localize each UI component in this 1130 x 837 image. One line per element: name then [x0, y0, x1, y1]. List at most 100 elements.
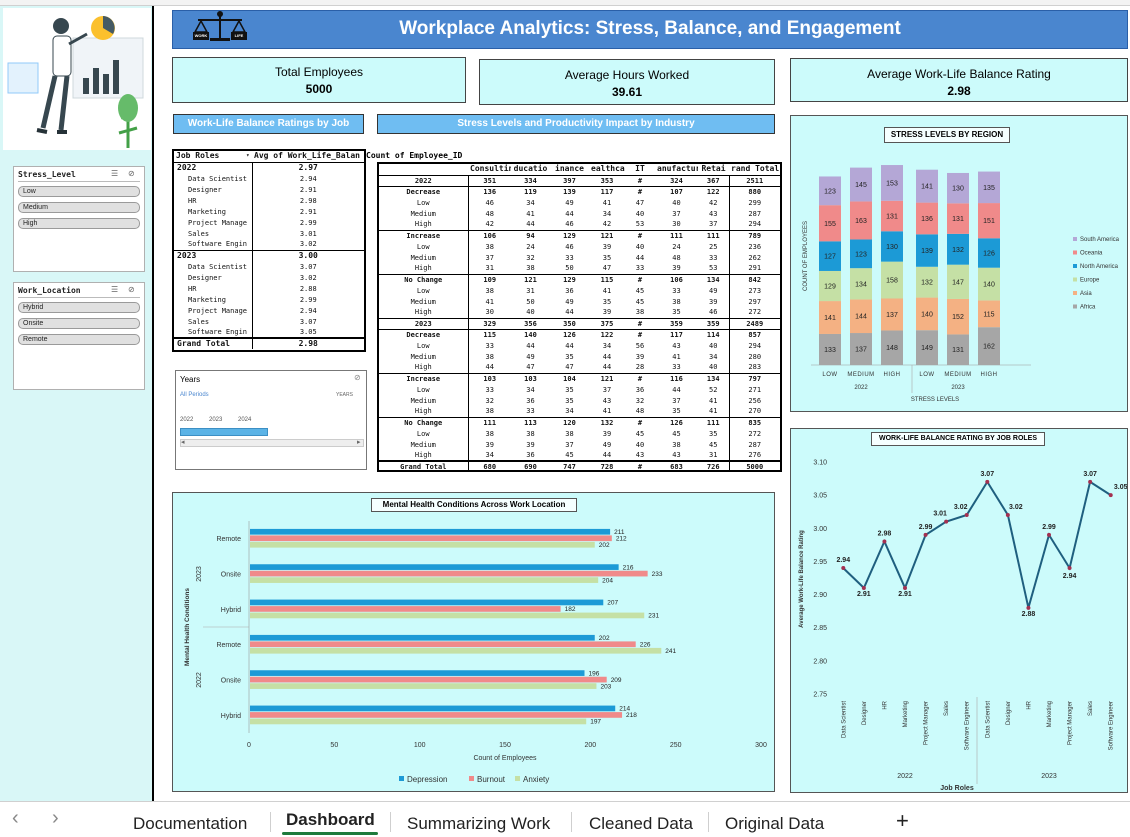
- line-point[interactable]: [1005, 513, 1010, 518]
- bar-segment[interactable]: [947, 334, 969, 365]
- bar[interactable]: [250, 647, 662, 654]
- clear-filter-icon[interactable]: ⊘: [128, 285, 135, 294]
- add-sheet-button[interactable]: +: [896, 808, 909, 833]
- pivot-header-avg[interactable]: Avg of Work_Life_Balan: [252, 151, 364, 163]
- line-point[interactable]: [1047, 532, 1051, 537]
- bar-segment[interactable]: [916, 330, 938, 365]
- bar[interactable]: [250, 712, 623, 718]
- line-point[interactable]: [944, 519, 949, 524]
- mental-health-chart-card[interactable]: Mental Health Conditions Across Work Loc…: [172, 492, 775, 792]
- bar[interactable]: [250, 599, 604, 606]
- column-header[interactable]: [379, 164, 468, 176]
- bar-segment[interactable]: [916, 266, 938, 298]
- bar-segment[interactable]: [947, 172, 969, 204]
- bar[interactable]: [250, 612, 645, 619]
- tab-original-data[interactable]: Original Data: [725, 814, 825, 833]
- scroll-left-icon[interactable]: ◂: [181, 439, 185, 446]
- bar[interactable]: [250, 570, 648, 577]
- line-point[interactable]: [841, 566, 846, 571]
- filter-dropdown-icon[interactable]: ▾: [244, 151, 252, 163]
- bar-segment[interactable]: [850, 299, 872, 334]
- timeline-scrollbar[interactable]: [180, 439, 364, 447]
- work-location-option-hybrid[interactable]: Hybrid: [18, 302, 140, 313]
- bar-segment[interactable]: [850, 201, 872, 240]
- bar-segment[interactable]: [881, 261, 903, 299]
- bar-segment[interactable]: [850, 268, 872, 300]
- bar[interactable]: [250, 564, 619, 570]
- bar-segment[interactable]: [947, 298, 969, 335]
- bar[interactable]: [250, 606, 561, 612]
- bar-segment[interactable]: [916, 234, 938, 267]
- bar-segment[interactable]: [978, 238, 1000, 268]
- pivot-stress-by-industry[interactable]: ConsultinducatioinanceealthcarITanufactu…: [377, 162, 782, 472]
- years-timeline-slicer[interactable]: Years ⊘ All Periods YEARS 2022 2023 2024…: [175, 370, 367, 470]
- bar-segment[interactable]: [881, 298, 903, 331]
- tab-scroll-prev-icon[interactable]: ‹: [12, 807, 19, 829]
- tab-cleaned-data[interactable]: Cleaned Data: [589, 814, 693, 833]
- clear-filter-icon[interactable]: ⊘: [354, 373, 361, 382]
- bar-segment[interactable]: [978, 327, 1000, 365]
- bar[interactable]: [250, 670, 585, 676]
- timeline-bar[interactable]: [180, 428, 268, 436]
- stress-level-slicer[interactable]: Stress_Level ☰ ⊘ Low Medium High: [13, 166, 145, 272]
- bar[interactable]: [250, 541, 595, 548]
- scroll-right-icon[interactable]: ▸: [357, 439, 361, 446]
- bar-segment[interactable]: [916, 202, 938, 235]
- bar-segment[interactable]: [819, 205, 841, 242]
- multi-select-icon[interactable]: ☰: [111, 169, 119, 178]
- bar-segment[interactable]: [819, 333, 841, 365]
- column-header[interactable]: ealthcar: [589, 164, 625, 176]
- line-point[interactable]: [903, 585, 907, 590]
- bar-segment[interactable]: [978, 171, 1000, 204]
- pivot-header-job-roles[interactable]: Job Roles: [174, 151, 244, 163]
- work-location-option-onsite[interactable]: Onsite: [18, 318, 140, 329]
- multi-select-icon[interactable]: ☰: [111, 285, 119, 294]
- bar-segment[interactable]: [819, 176, 841, 206]
- bar[interactable]: [250, 641, 636, 648]
- bar[interactable]: [250, 528, 611, 535]
- bar-segment[interactable]: [850, 167, 872, 202]
- bar-segment[interactable]: [978, 300, 1000, 328]
- stress-level-option-low[interactable]: Low: [18, 186, 140, 197]
- column-header[interactable]: rand Total: [729, 164, 780, 176]
- column-header[interactable]: ducatio: [511, 164, 550, 176]
- bar-segment[interactable]: [947, 233, 969, 265]
- bar-segment[interactable]: [947, 264, 969, 299]
- line-point[interactable]: [882, 539, 887, 544]
- line-point[interactable]: [1067, 566, 1072, 571]
- bar[interactable]: [250, 718, 587, 725]
- bar[interactable]: [250, 683, 597, 689]
- years-unit-dropdown[interactable]: YEARS: [336, 392, 353, 398]
- bar-segment[interactable]: [881, 165, 903, 201]
- line-point[interactable]: [985, 479, 990, 484]
